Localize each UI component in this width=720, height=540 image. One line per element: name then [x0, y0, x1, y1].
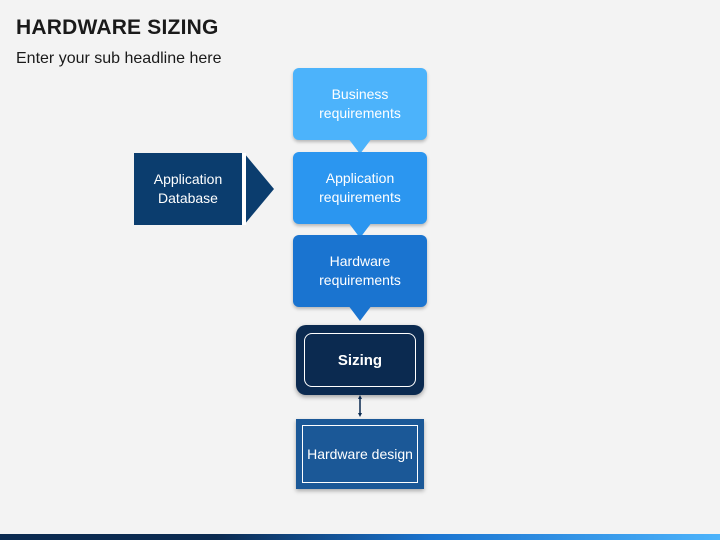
- application-database-chevron: [134, 153, 274, 225]
- step-label: Hardware requirements: [319, 253, 401, 288]
- footer-accent-bar: [0, 534, 720, 540]
- step-label: Application requirements: [319, 170, 401, 205]
- application-database-label: Application Database: [153, 171, 223, 206]
- down-arrow-icon: [348, 305, 372, 321]
- step-business-requirements: Business requirements: [293, 68, 427, 140]
- step-application-requirements: Application requirements: [293, 152, 427, 224]
- down-arrow-icon: [348, 222, 372, 238]
- chevron-shape: [134, 153, 274, 225]
- page-title: HARDWARE SIZING: [16, 16, 219, 39]
- chevron-divider: [242, 153, 246, 225]
- sizing-label: Sizing: [304, 333, 416, 387]
- page-subtitle: Enter your sub headline here: [16, 50, 222, 67]
- hardware-design-label: Hardware design: [302, 425, 418, 483]
- down-arrow-icon: [348, 138, 372, 154]
- hardware-design-box: [296, 419, 424, 489]
- sizing-box: [296, 325, 424, 395]
- double-arrow-icon: [358, 395, 362, 417]
- step-hardware-requirements: Hardware requirements: [293, 235, 427, 307]
- step-label: Business requirements: [319, 86, 401, 121]
